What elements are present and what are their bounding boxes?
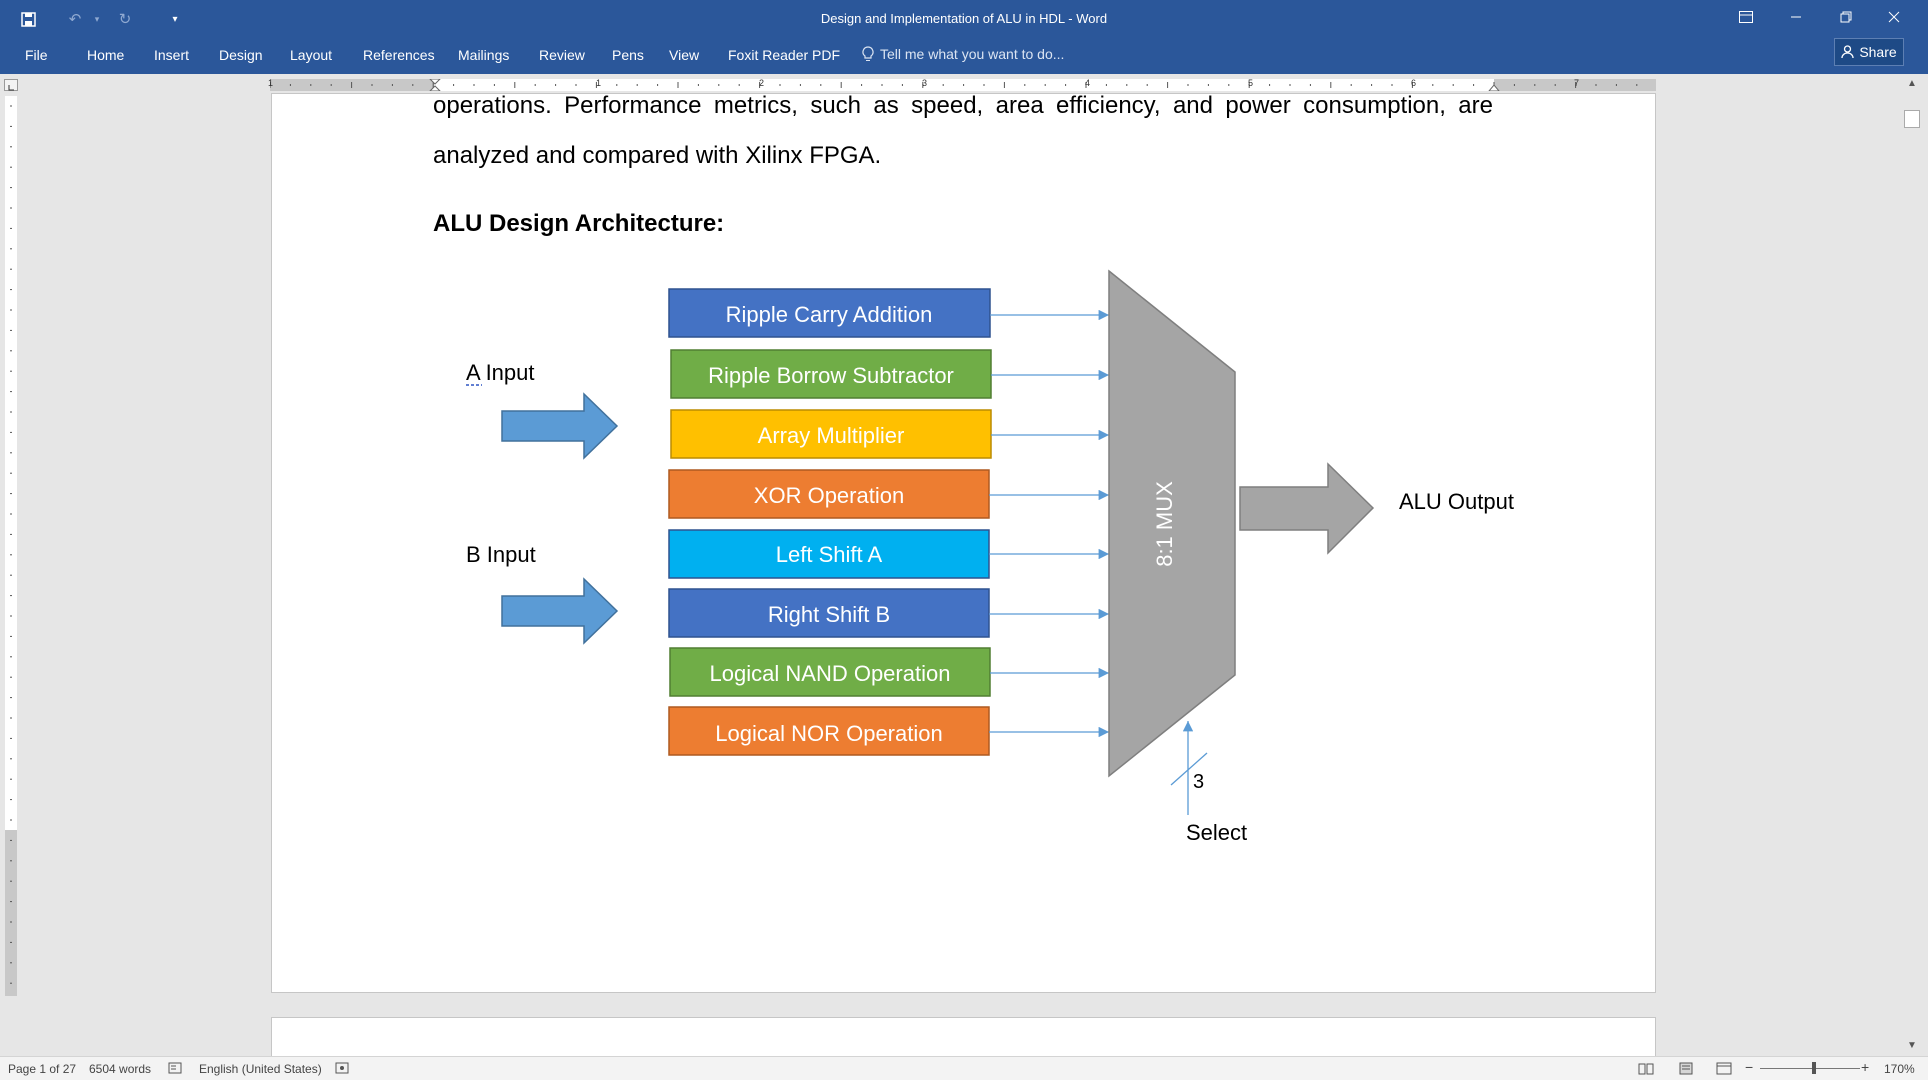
ruler-number: 7 [1574,78,1580,88]
word-count[interactable]: 6504 words [89,1062,152,1076]
ruler-number: 5 [1248,78,1254,88]
undo-dropdown-icon[interactable]: ▾ [94,13,100,24]
window-title: Design and Implementation of ALU in HDL … [820,11,1108,26]
tell-me-text: Tell me what you want to do... [880,46,1065,62]
tab-layout[interactable]: Layout [290,47,333,63]
minimize-icon[interactable] [1772,0,1820,34]
print-layout-icon[interactable] [1678,1062,1694,1078]
tab-insert[interactable]: Insert [154,47,190,63]
ruler-number: 1 [596,78,602,88]
vertical-scrollbar[interactable]: ▲ ▼ [1900,74,1928,1056]
tab-view[interactable]: View [669,47,700,63]
share-label: Share [1859,44,1897,60]
language[interactable]: English (United States) [199,1062,322,1076]
save-icon[interactable] [15,6,41,32]
zoom-in-icon[interactable]: + [1861,1059,1870,1075]
body-paragraph-line: analyzed and compared with Xilinx FPGA. [433,142,882,169]
tell-me-box[interactable]: Tell me what you want to do... [862,46,1064,62]
status-bar: Page 1 of 27 6504 words English (United … [0,1056,1928,1080]
tab-selector[interactable] [4,79,18,91]
vertical-ruler[interactable] [5,96,17,996]
tab-references[interactable]: References [363,47,435,63]
vertical-ruler-ticks [10,105,12,984]
tab-review[interactable]: Review [539,47,585,63]
page-count[interactable]: Page 1 of 27 [8,1062,77,1076]
ribbon-tab-bar: File Home Insert Design Layout Reference… [0,38,1928,74]
section-heading: ALU Design Architecture: [433,210,725,237]
ruler-number: 4 [1085,78,1091,88]
tab-file[interactable]: File [25,47,48,63]
tab-home[interactable]: Home [87,47,125,63]
scroll-down-icon[interactable]: ▼ [1907,1040,1917,1051]
customize-qat-icon[interactable]: ▾ [172,13,178,25]
vertical-ruler-margin [5,830,17,996]
ruler-number: 6 [1411,78,1417,88]
zoom-level[interactable]: 170% [1884,1062,1915,1076]
title-bar: ↶ ▾ ↻ ▾ Design and Implementation of ALU… [0,0,1928,38]
person-icon [1841,45,1854,59]
next-page[interactable] [271,1017,1656,1057]
scroll-up-icon[interactable]: ▲ [1907,78,1917,89]
ribbon-display-options-icon[interactable] [1722,0,1770,34]
zoom-out-icon[interactable]: − [1745,1059,1754,1075]
proofing-icon[interactable] [168,1062,182,1077]
ruler-number: 3 [922,78,928,88]
tab-mailings[interactable]: Mailings [458,47,510,63]
read-mode-icon[interactable] [1638,1062,1654,1078]
zoom-slider[interactable] [1760,1068,1860,1069]
horizontal-ruler[interactable]: 1 1 2 3 4 5 6 7 [268,78,1656,91]
lightbulb-icon [862,46,874,61]
tab-pens[interactable]: Pens [612,47,644,63]
tab-foxit-reader-pdf[interactable]: Foxit Reader PDF [728,47,841,63]
tab-design[interactable]: Design [219,47,263,63]
share-button[interactable]: Share [1834,38,1904,66]
ruler-ticks [270,79,1638,91]
scroll-thumb[interactable] [1904,110,1920,128]
undo-icon[interactable]: ↶ [68,11,82,28]
zoom-slider-thumb[interactable] [1812,1062,1816,1074]
body-paragraph-line: operations. Performance metrics, such as… [433,92,1493,119]
web-layout-icon[interactable] [1716,1062,1732,1078]
close-icon[interactable] [1870,0,1918,34]
macro-recording-icon[interactable] [335,1062,349,1077]
redo-icon[interactable]: ↻ [118,11,132,28]
restore-icon[interactable] [1822,0,1870,34]
ruler-number: 2 [759,78,765,88]
ruler-number: 1 [268,78,274,88]
